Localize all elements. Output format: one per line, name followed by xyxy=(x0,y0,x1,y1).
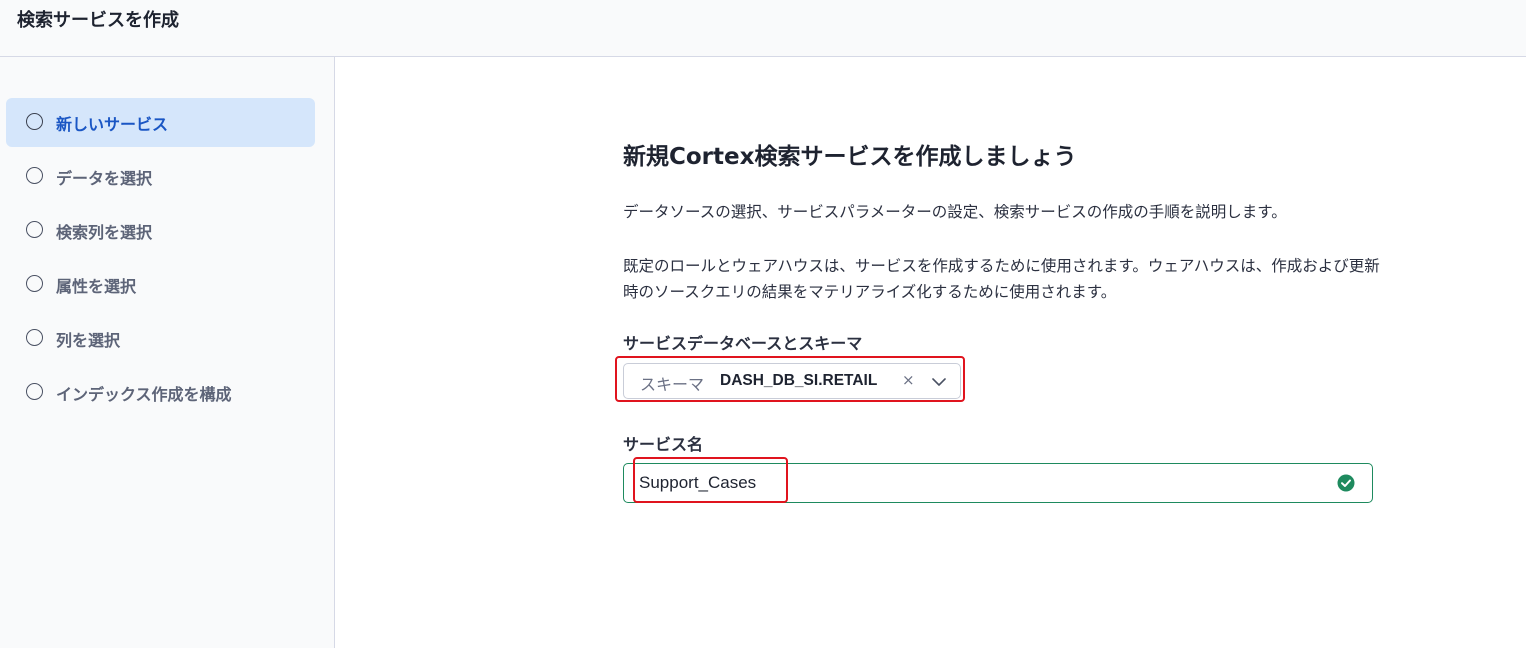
description-text: データソースの選択、サービスパラメーターの設定、検索サービスの作成の手順を説明し… xyxy=(623,203,1287,221)
wizard-sidebar: 新しいサービス データを選択 検索列を選択 属性を選択 列を選択 インデックス作… xyxy=(0,57,335,648)
step-label: データを選択 xyxy=(56,169,153,188)
step-label: 検索列を選択 xyxy=(56,223,153,242)
step-label: 新しいサービス xyxy=(56,115,169,134)
wizard-steps: 新しいサービス データを選択 検索列を選択 属性を選択 列を選択 インデックス作… xyxy=(6,98,315,422)
section-heading: 新規Cortex検索サービスを作成しましょう xyxy=(623,144,1077,170)
top-bar: 検索サービスを作成 xyxy=(0,0,1526,57)
page-title: 検索サービスを作成 xyxy=(17,10,179,31)
description-text-warehouse: 既定のロールとウェアハウスは、サービスを作成するために使用されます。ウェアハウス… xyxy=(623,257,1380,301)
step-select-attributes[interactable]: 属性を選択 xyxy=(6,260,315,309)
step-label: 列を選択 xyxy=(56,331,121,350)
step-radio-icon xyxy=(26,275,43,292)
step-radio-icon xyxy=(26,383,43,400)
schema-field-label: サービスデータベースとスキーマ xyxy=(623,334,863,353)
step-label: 属性を選択 xyxy=(56,277,137,296)
schema-prefix: スキーマ xyxy=(640,375,705,394)
schema-select[interactable]: スキーマ DASH_DB_SI.RETAIL × xyxy=(623,363,961,399)
check-circle-icon xyxy=(1337,474,1355,492)
step-radio-icon xyxy=(26,113,43,130)
main-panel: 新規Cortex検索サービスを作成しましょう データソースの選択、サービスパラメ… xyxy=(336,57,1526,648)
schema-selected-value: DASH_DB_SI.RETAIL xyxy=(720,372,878,389)
step-new-service[interactable]: 新しいサービス xyxy=(6,98,315,147)
clear-icon[interactable]: × xyxy=(902,371,915,389)
service-name-field xyxy=(623,463,1373,503)
service-name-label: サービス名 xyxy=(623,435,704,454)
service-name-input[interactable] xyxy=(639,472,1319,494)
step-radio-icon xyxy=(26,329,43,346)
step-radio-icon xyxy=(26,221,43,238)
step-radio-icon xyxy=(26,167,43,184)
step-label: インデックス作成を構成 xyxy=(56,385,232,404)
step-select-columns[interactable]: 列を選択 xyxy=(6,314,315,363)
step-select-search-column[interactable]: 検索列を選択 xyxy=(6,206,315,255)
step-configure-indexing[interactable]: インデックス作成を構成 xyxy=(6,368,315,417)
step-select-data[interactable]: データを選択 xyxy=(6,152,315,201)
chevron-down-icon[interactable] xyxy=(930,373,948,391)
main-content: 新規Cortex検索サービスを作成しましょう データソースの選択、サービスパラメ… xyxy=(615,137,1383,503)
